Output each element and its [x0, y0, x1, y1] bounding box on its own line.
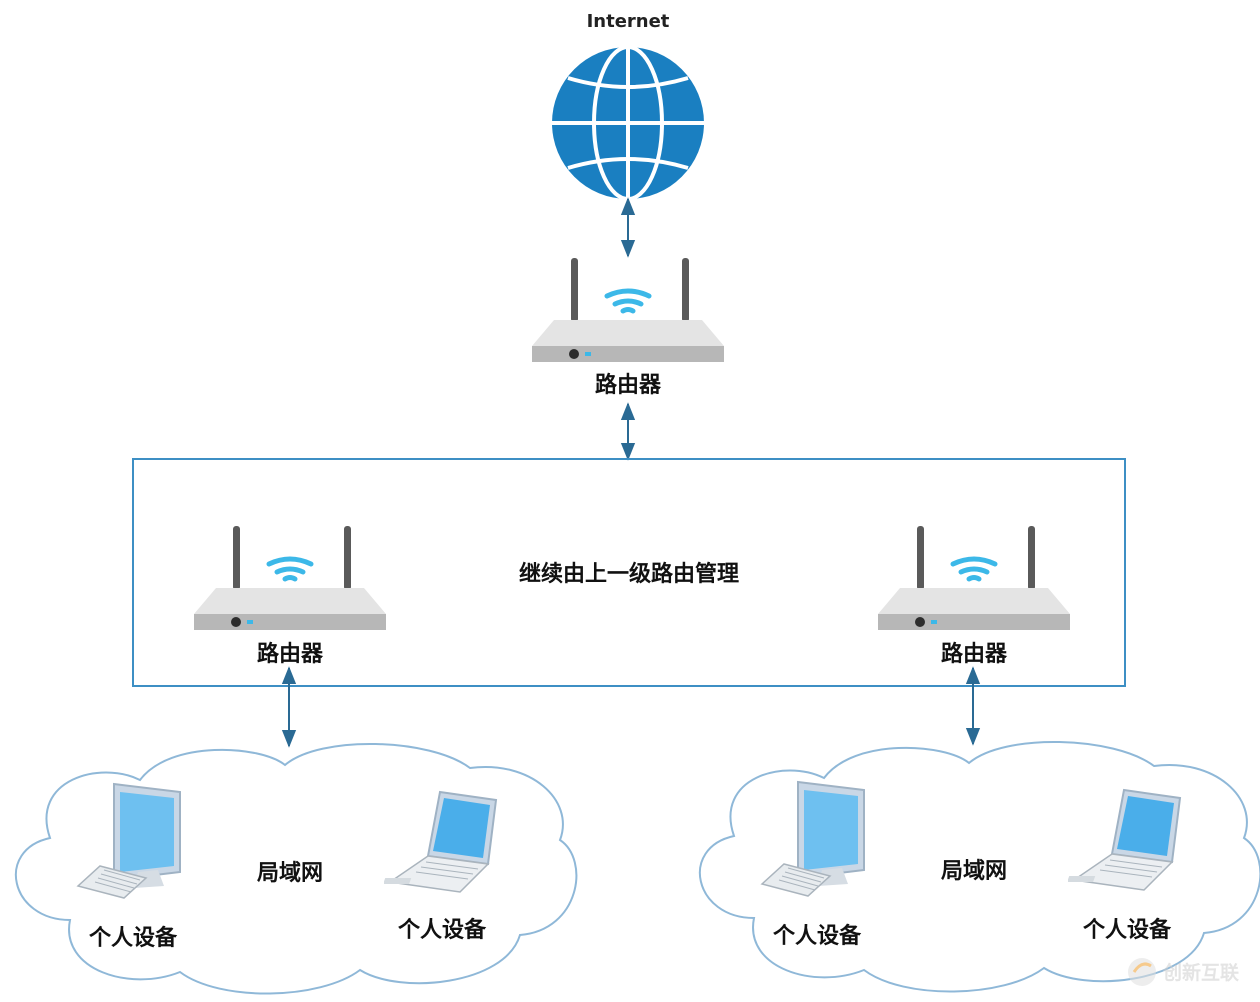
left-laptop-label: 个人设备 [398, 917, 487, 943]
left-desktop-label: 个人设备 [89, 925, 178, 951]
top-router-icon [532, 258, 724, 362]
left-router-icon [194, 526, 386, 630]
managed-router-group-box [132, 458, 1126, 687]
right-desktop-label: 个人设备 [773, 923, 862, 949]
right-router-icon [878, 526, 1070, 630]
watermark-text: 创新互联 [1162, 961, 1239, 984]
right-laptop-label: 个人设备 [1083, 917, 1172, 943]
top-router-label: 路由器 [595, 372, 662, 398]
right-lan-label: 局域网 [941, 858, 1007, 884]
right-router-label: 路由器 [941, 641, 1008, 667]
globe-icon [552, 45, 704, 201]
watermark-logo-icon [1128, 958, 1156, 986]
left-lan-label: 局域网 [257, 860, 323, 886]
watermark: 创新互联 [1128, 958, 1239, 986]
internet-label: Internet [587, 11, 670, 32]
managed-group-caption: 继续由上一级路由管理 [519, 561, 739, 587]
left-router-label: 路由器 [257, 641, 324, 667]
